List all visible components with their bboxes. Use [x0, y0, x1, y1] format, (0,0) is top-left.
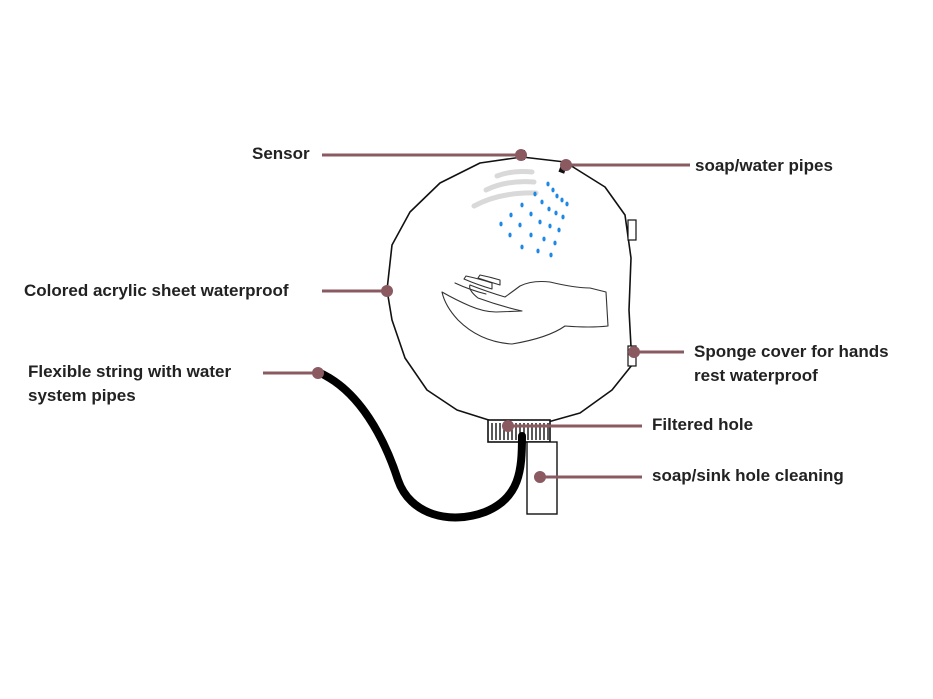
water-drop: [551, 187, 555, 193]
label-acrylic-sheet: Colored acrylic sheet waterproof: [24, 281, 289, 300]
water-drop: [518, 222, 522, 228]
water-drop: [549, 252, 553, 258]
water-drop: [561, 214, 565, 220]
water-drop: [520, 202, 524, 208]
leader-lines: [263, 149, 690, 483]
water-drop: [553, 240, 557, 246]
label-flexible-string: Flexible string with water system pipes: [28, 360, 231, 408]
label-flexible-string-line1: Flexible string with water: [28, 362, 232, 381]
water-drop: [546, 181, 550, 187]
label-sponge-cover: Sponge cover for hands rest waterproof: [694, 340, 889, 388]
water-drop: [533, 191, 537, 197]
label-soap-water-pipes: soap/water pipes: [695, 156, 833, 175]
water-drop: [565, 201, 569, 207]
hand-icon: [441, 274, 609, 345]
water-drop: [508, 232, 512, 238]
label-sponge-cover-line2: rest waterproof: [694, 366, 818, 385]
water-drop: [554, 210, 558, 216]
side-slot-upper: [627, 219, 637, 241]
water-drop: [520, 244, 524, 250]
water-drop: [555, 193, 559, 199]
label-sink-hole-cleaning: soap/sink hole cleaning: [652, 466, 844, 485]
water-drop: [547, 206, 551, 212]
water-drop: [509, 212, 513, 218]
water-drop: [557, 227, 561, 233]
water-drop: [560, 197, 564, 203]
water-drop: [548, 223, 552, 229]
water-drop: [529, 232, 533, 238]
label-sponge-cover-line1: Sponge cover for hands: [694, 342, 889, 361]
water-drop: [536, 248, 540, 254]
water-drop: [529, 211, 533, 217]
water-drop: [540, 199, 544, 205]
water-spray: [499, 181, 569, 258]
water-drop: [499, 221, 503, 227]
water-drop: [542, 236, 546, 242]
label-filtered-hole: Filtered hole: [652, 415, 754, 434]
sensor-waves: [471, 169, 539, 209]
label-sensor: Sensor: [252, 144, 310, 163]
flexible-hose: [314, 368, 526, 522]
water-drop: [538, 219, 542, 225]
label-flexible-string-line2: system pipes: [28, 386, 136, 405]
